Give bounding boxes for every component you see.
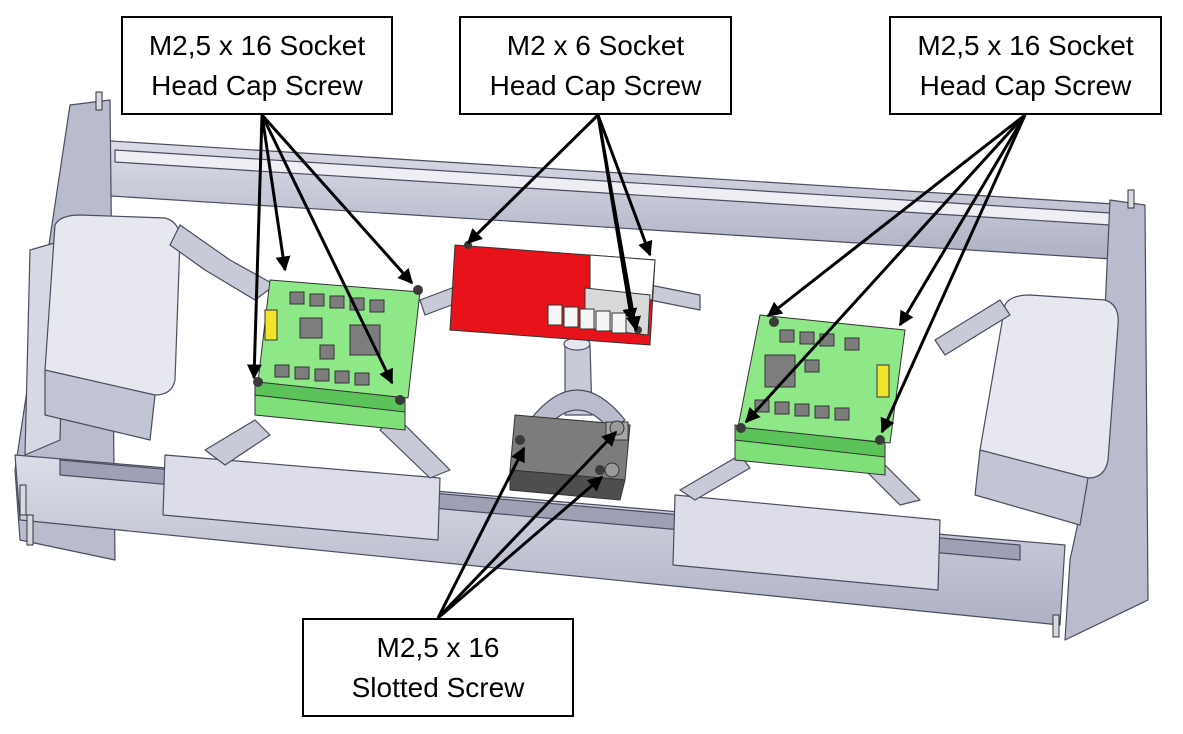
arrow-icon bbox=[880, 114, 1027, 434]
arrow-icon bbox=[436, 446, 526, 619]
arrow-icon bbox=[246, 114, 264, 380]
corner-pins bbox=[19, 91, 1135, 638]
arrow-icon bbox=[596, 114, 638, 324]
arrow-icons bbox=[246, 113, 1027, 620]
screw-icon bbox=[253, 377, 263, 387]
frame bbox=[14, 99, 1149, 641]
callout-line: M2 x 6 Socket bbox=[506, 29, 685, 61]
callout-bottom-slotted-screw: M2,5 x 16 Slotted Screw bbox=[302, 618, 574, 717]
callout-line: M2,5 x 16 Socket bbox=[917, 29, 1134, 61]
callout-line: Slotted Screw bbox=[351, 671, 525, 703]
callout-line: Head Cap Screw bbox=[489, 69, 702, 101]
screw-icon bbox=[875, 435, 885, 445]
arrow-icon bbox=[260, 114, 394, 385]
screw-icon bbox=[595, 465, 605, 475]
screw-icon bbox=[395, 395, 405, 405]
right-battery bbox=[979, 294, 1119, 479]
arrow-icon bbox=[437, 475, 604, 620]
callout-line: Head Cap Screw bbox=[919, 69, 1132, 101]
arrow-icon bbox=[744, 113, 1027, 424]
arrow-icon bbox=[766, 113, 1026, 318]
arrow-icon bbox=[260, 114, 291, 272]
arrow-icon bbox=[260, 114, 414, 285]
arrow-icon bbox=[466, 113, 600, 245]
callout-line: Head Cap Screw bbox=[151, 69, 363, 101]
screw-icon bbox=[769, 317, 779, 327]
arrow-icon bbox=[596, 114, 653, 257]
callout-right-socket-screw: M2,5 x 16 Socket Head Cap Screw bbox=[889, 16, 1162, 115]
screw-icon bbox=[736, 423, 746, 433]
callout-middle-socket-screw: M2 x 6 Socket Head Cap Screw bbox=[459, 16, 732, 115]
servo bbox=[509, 414, 631, 501]
left-battery bbox=[44, 214, 181, 396]
callout-line: M2,5 x 16 bbox=[376, 631, 500, 663]
left-pcb-stack bbox=[254, 279, 421, 431]
screw-icon bbox=[515, 435, 525, 445]
callout-line: M2,5 x 16 Socket bbox=[148, 29, 366, 61]
arrow-icon bbox=[436, 430, 618, 620]
screw-icon bbox=[413, 285, 423, 295]
callout-left-socket-screw: M2,5 x 16 Socket Head Cap Screw bbox=[121, 16, 393, 115]
arrow-icon bbox=[898, 114, 1027, 327]
right-pcb-stack bbox=[734, 314, 906, 476]
